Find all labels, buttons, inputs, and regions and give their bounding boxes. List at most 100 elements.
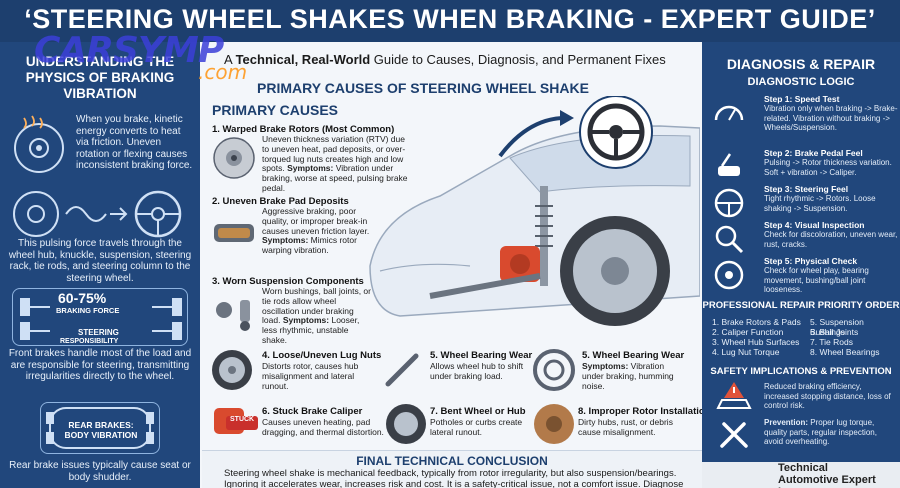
rear-brake-text: Rear brake issues typically cause seat o… — [9, 460, 191, 483]
left-panel: UNDERSTANDING THE PHYSICS OF BRAKING VIB… — [0, 42, 200, 488]
step-2-title: Step 2: Brake Pedal Feel — [764, 148, 863, 158]
magnifier-icon — [715, 225, 744, 254]
cause-1-symptom: Vibration under braking, worse at speed,… — [262, 163, 408, 193]
cause-7-body: Potholes or curbs create lateral runout. — [430, 417, 523, 437]
cause-3-body: Worn bushings, ball joints, or tie rods … — [262, 286, 372, 346]
heat-rotor-icon — [14, 115, 64, 173]
subtitle-bold: Technical, Real-World — [235, 52, 371, 67]
primary-causes-title: PRIMARY CAUSES OF STEERING WHEEL SHAKE — [257, 80, 589, 96]
cause-5b-description: Vibration under braking, humming noise. — [582, 361, 674, 391]
physics-intro: When you brake, kinetic energy converts … — [76, 114, 193, 171]
hand-wheel-icon — [714, 260, 744, 290]
step-3: Step 3: Steering Feel Tight rhythmic -> … — [708, 184, 898, 224]
primary-causes-heading: PRIMARY CAUSES — [212, 102, 339, 118]
speedometer-icon — [714, 105, 744, 121]
step-1: Step 1: Speed Test Vibration only when b… — [708, 94, 898, 134]
diagnosis-heading: DIAGNOSIS & REPAIR — [726, 56, 876, 72]
car-topview-icon — [46, 407, 154, 449]
cause-3-symptom: Looser, less rhythmic, unstable shake. — [262, 315, 360, 345]
cause-2-title: 2. Uneven Brake Pad Deposits — [212, 196, 349, 207]
step-4-body: Check for discoloration, uneven wear, ru… — [764, 230, 898, 249]
diagnostic-logic-heading: DIAGNOSTIC LOGIC — [747, 76, 855, 88]
cause-7-title: 7. Bent Wheel or Hub — [430, 406, 526, 417]
cause-4-title: 4. Loose/Uneven Lug Nuts — [262, 350, 382, 361]
front-percent: 60-75% — [58, 290, 107, 306]
tools-icon — [720, 422, 748, 448]
step-3-title: Step 3: Steering Feel — [764, 184, 849, 194]
cause-5b-title: 5. Wheel Bearing Wear — [582, 350, 685, 361]
conclusion-text: Steering wheel shake is mechanical feedb… — [224, 468, 684, 488]
physics-heading: UNDERSTANDING THE PHYSICS OF BRAKING VIB… — [25, 54, 175, 101]
rusty-rotor-icon — [534, 404, 574, 444]
axle-diagram-icon — [20, 298, 182, 340]
step-4: Step 4: Visual Inspection Check for disc… — [708, 220, 898, 260]
safety-heading: SAFETY IMPLICATIONS & PREVENTION — [710, 366, 892, 377]
braking-force-label: BRAKING FORCE — [56, 306, 120, 315]
logo-corner: Technical Automotive Expert Logo — [702, 462, 900, 488]
cause-6-title: 6. Stuck Brake Caliper — [262, 406, 363, 417]
subtitle-prefix: A — [224, 52, 236, 67]
brake-caliper-icon — [214, 408, 258, 434]
cause-2-symptom: Mimics rotor warping vibration. — [262, 235, 357, 256]
warning-car-icon — [716, 382, 752, 409]
cause-3-symptom-label: Symptoms: — [282, 315, 330, 326]
cause-1-symptom-label: Symptoms: — [287, 163, 334, 174]
cause-1-description: Uneven thickness variation (RTV) due to … — [262, 134, 406, 174]
cause-2-body: Aggressive braking, poor quality, or imp… — [262, 206, 372, 256]
cause-2-symptom-label: Symptoms: — [262, 235, 309, 246]
priority-2: 2. Caliper Function — [712, 327, 784, 337]
prevention-label: Prevention: — [764, 418, 809, 427]
step-5-title: Step 5: Physical Check — [764, 256, 858, 266]
conclusion-section: FINAL TECHNICAL CONCLUSION Steering whee… — [202, 450, 702, 488]
right-panel: DIAGNOSIS & REPAIR DIAGNOSTIC LOGIC Step… — [702, 42, 900, 462]
cause-3-description: Worn bushings, ball joints, or tie rods … — [262, 286, 371, 326]
watermark-domain: .com — [198, 60, 248, 84]
subtitle-suffix: Guide to Causes, Diagnosis, and Permanen… — [370, 52, 666, 67]
brake-pedal-icon — [718, 153, 740, 176]
title-bar — [0, 0, 900, 42]
cause-5b-body: Symptoms: Vibration under braking, hummi… — [582, 361, 686, 391]
step-5: Step 5: Physical Check Check for wheel p… — [708, 256, 898, 296]
prevention-body: Proper lug torque, quality parts, regula… — [764, 418, 877, 446]
expert-logo-text: Technical Automotive Expert Logo — [778, 462, 876, 488]
priority-6: 6. Ball Joints — [810, 327, 859, 337]
cause-3-title: 3. Worn Suspension Components — [212, 276, 364, 287]
subtitle: A Technical, Real-World Guide to Causes,… — [224, 52, 666, 67]
step-2-body: Pulsing -> Rotor thickness variation. So… — [764, 158, 892, 177]
step-1-body: Vibration only when braking -> Brake-rel… — [764, 104, 898, 132]
priority-8: 8. Wheel Bearings — [810, 347, 880, 357]
bent-wheel-icon — [386, 404, 426, 444]
step-5-body: Check for wheel play, bearing movement, … — [764, 266, 869, 294]
step-2: Step 2: Brake Pedal Feel Pulsing -> Roto… — [708, 148, 898, 188]
cause-2-description: Aggressive braking, poor quality, or imp… — [262, 206, 370, 236]
step-1-title: Step 1: Speed Test — [764, 94, 840, 104]
rear-brake-label: REAR BRAKES: BODY VIBRATION — [64, 420, 138, 440]
brake-pad-icon — [214, 224, 254, 242]
front-brake-box — [12, 288, 188, 346]
wheel-bearing-icon — [533, 349, 575, 391]
steering-label: STEERING — [78, 328, 119, 337]
cause-8-title: 8. Improper Rotor Installation — [578, 406, 711, 417]
car-cutaway-illustration — [369, 96, 700, 326]
priority-5: 5. Suspension Bushings — [810, 317, 864, 337]
ball-joint-icon — [216, 300, 250, 331]
priority-4: 4. Lug Nut Torque — [712, 347, 780, 357]
pulse-text: This pulsing force travels through the w… — [8, 238, 192, 284]
page-title: ‘STEERING WHEEL SHAKES WHEN BRAKING - EX… — [24, 4, 876, 34]
cause-1-title: 1. Warped Brake Rotors (Most Common) — [212, 124, 395, 135]
safety-text: Reduced braking efficiency, increased st… — [764, 382, 891, 410]
responsibility-label: RESPONSIBILITY — [60, 338, 119, 345]
step-3-body: Tight rhythmic -> Rotors. Loose shaking … — [764, 194, 876, 213]
stuck-badge: STUCK — [230, 416, 255, 423]
wheel-lug-nut-icon — [212, 350, 252, 390]
rear-brake-box — [40, 402, 160, 454]
priority-1: 1. Brake Rotors & Pads — [712, 317, 801, 327]
cause-4-body: Distorts rotor, causes hub misalignment … — [262, 361, 359, 391]
step-4-title: Step 4: Visual Inspection — [764, 220, 865, 230]
brake-rotor-icon — [213, 137, 255, 179]
cause-8-body: Dirty hubs, rust, or debris cause misali… — [578, 417, 673, 437]
prevention-text: Prevention: Proper lug torque, quality p… — [764, 418, 898, 447]
conclusion-heading: FINAL TECHNICAL CONCLUSION — [356, 454, 548, 468]
front-brake-text: Front brakes handle most of the load and… — [8, 348, 192, 382]
priority-heading: PROFESSIONAL REPAIR PRIORITY ORDER — [702, 300, 900, 311]
